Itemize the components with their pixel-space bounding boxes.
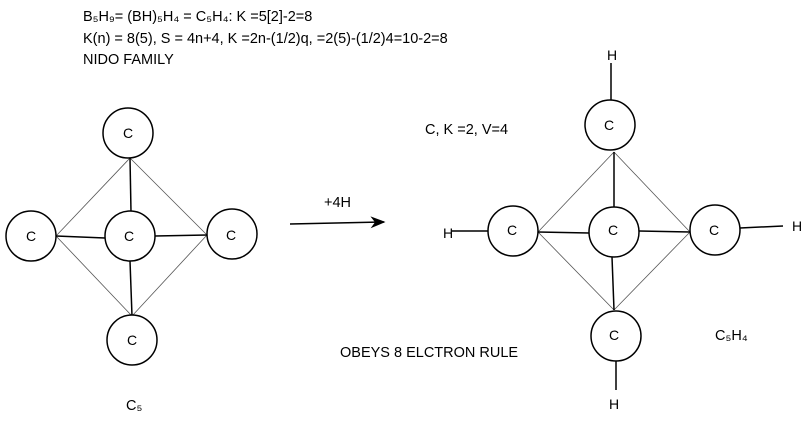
edge xyxy=(613,151,691,233)
atom-circle xyxy=(584,99,636,151)
atom-circle xyxy=(590,310,642,362)
edge xyxy=(131,234,208,317)
right-formula: C₅H₄ xyxy=(715,328,748,344)
formula-line-1: B₅H₉= (BH)₅H₄ = C₅H₄: K =5[2]-2=8 xyxy=(83,9,313,25)
atom-circle xyxy=(5,210,57,262)
bond-h xyxy=(739,225,784,229)
hydrogen-label: H xyxy=(607,47,617,63)
atom-label: C xyxy=(124,228,134,244)
atom-circle xyxy=(104,210,156,262)
atom-label: C xyxy=(608,222,618,238)
right-molecule: C C C C C H H H H xyxy=(443,47,802,412)
arrow-label: +4H xyxy=(324,195,352,211)
bond xyxy=(537,231,590,234)
atom-circle xyxy=(689,204,741,256)
atom-label: C xyxy=(604,117,614,133)
bond xyxy=(154,234,208,237)
formula-line-2: K(n) = 8(5), S = 4n+4, K =2n-(1/2)q, =2(… xyxy=(83,31,448,47)
right-arrow-icon xyxy=(289,216,386,229)
hydrogen-label: H xyxy=(443,225,453,241)
atom-circle xyxy=(106,314,158,366)
left-formula: C₅ xyxy=(126,398,143,414)
atom-label: C xyxy=(127,332,137,348)
bond xyxy=(611,256,615,311)
edge xyxy=(55,157,131,237)
atom-label: C xyxy=(26,228,36,244)
family-label: NIDO FAMILY xyxy=(83,52,174,68)
hydrogen-label: H xyxy=(609,396,619,412)
edge xyxy=(129,157,208,236)
atom-label: C xyxy=(123,125,133,141)
atom-label: C xyxy=(226,227,236,243)
rule-label: OBEYS 8 ELCTRON RULE xyxy=(340,345,519,361)
edge xyxy=(55,235,133,317)
hydrogen-label: H xyxy=(792,218,802,234)
atom-label: C xyxy=(709,222,719,238)
atom-label: C xyxy=(609,327,619,343)
bond xyxy=(129,260,133,317)
atom-circle xyxy=(487,205,539,257)
atom-circle xyxy=(102,107,154,159)
edge xyxy=(537,151,615,233)
valence-note: C, K =2, V=4 xyxy=(425,122,509,138)
atom-label: C xyxy=(507,222,517,238)
edge xyxy=(537,231,615,311)
bond xyxy=(55,235,106,239)
atom-circle xyxy=(206,208,258,260)
edge xyxy=(613,231,691,311)
bond xyxy=(638,230,691,233)
left-molecule: C C C C C xyxy=(5,107,258,366)
atom-circle xyxy=(588,206,640,258)
bond xyxy=(129,157,132,213)
